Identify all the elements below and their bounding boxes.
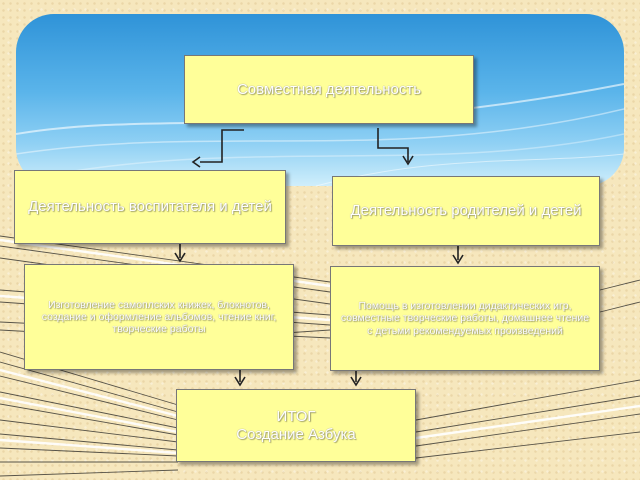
- connector-arrows: [174, 128, 464, 387]
- result-title: ИТОГ: [276, 408, 316, 426]
- arrowhead-left-result: [234, 376, 246, 387]
- result-box: ИТОГ Создание Азбука: [176, 389, 416, 462]
- teacher-children-detail-box: Изготовление самоплских книжек, блокното…: [24, 264, 294, 370]
- connector-main-left: [200, 129, 244, 163]
- arrowhead-main-right: [402, 155, 414, 166]
- result-text: Создание Азбука: [236, 425, 356, 443]
- arrowhead-right-detail: [452, 254, 464, 265]
- teacher-children-activity-box: Деятельность воспитателя и детей: [14, 170, 286, 244]
- arrowhead-main-left: [191, 156, 201, 168]
- joint-activity-box: Совместная деятельность: [184, 55, 474, 124]
- teacher-children-detail-text: Изготовление самоплских книжек, блокното…: [41, 298, 277, 336]
- arrowhead-left-detail: [174, 252, 186, 263]
- parents-children-detail-text: Помощь в изготовлении дидактических игр,…: [340, 300, 590, 337]
- teacher-children-activity-label: Деятельность воспитателя и детей: [28, 198, 272, 216]
- connector-main-right: [377, 128, 409, 162]
- joint-activity-label: Совместная деятельность: [236, 80, 422, 98]
- parents-children-activity-label: Деятельность родителей и детей: [350, 202, 582, 220]
- parents-children-activity-box: Деятельность родителей и детей: [332, 176, 600, 246]
- arrowhead-right-result: [350, 376, 362, 387]
- parents-children-detail-box: Помощь в изготовлении дидактических игр,…: [330, 266, 600, 371]
